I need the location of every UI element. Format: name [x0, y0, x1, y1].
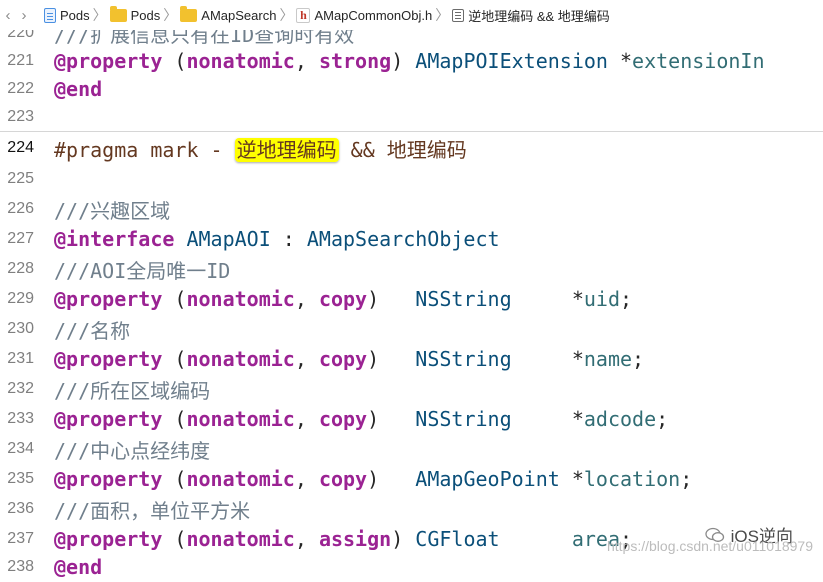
breadcrumb-label: AMapCommonObj.h	[314, 7, 433, 23]
code-line[interactable]: 225	[0, 164, 823, 194]
breadcrumb-label: AMapSearch	[201, 7, 277, 23]
forward-button[interactable]: ›	[21, 6, 27, 24]
line-number: 234	[7, 440, 34, 457]
code-text: @property (nonatomic, assign) CGFloat ar…	[54, 527, 633, 551]
pragma-mark-separator	[0, 131, 823, 132]
code-line[interactable]: 228 ///AOI全局唯一ID	[0, 254, 823, 284]
code-line[interactable]: 237 @property (nonatomic, assign) CGFloa…	[0, 524, 823, 554]
code-text: @property (nonatomic, copy) NSString *ad…	[54, 407, 669, 431]
line-number: 227	[7, 230, 34, 247]
code-text: @interface AMapAOI : AMapSearchObject	[54, 227, 500, 251]
comment-text: ///面积，单位平方米	[54, 498, 251, 523]
code-line[interactable]: 238 @end	[0, 552, 823, 582]
code-line[interactable]: 234 ///中心点经纬度	[0, 434, 823, 464]
code-text: @property (nonatomic, copy) NSString *ui…	[54, 287, 633, 311]
chevron-right-icon: 〉	[92, 7, 107, 23]
code-line[interactable]: 235 @property (nonatomic, copy) AMapGeoP…	[0, 464, 823, 494]
breadcrumb-label: Pods	[130, 7, 161, 23]
breadcrumb-project[interactable]: Pods	[44, 7, 90, 23]
code-text: #pragma mark - 逆地理编码 && 地理编码	[54, 137, 467, 162]
breadcrumb-folder-pods[interactable]: Pods	[109, 5, 161, 23]
comment-text: ///AOI全局唯一ID	[54, 258, 231, 283]
line-number: 235	[7, 470, 34, 487]
folder-icon	[180, 5, 198, 22]
line-number: 221	[7, 52, 34, 69]
chevron-right-icon: 〉	[163, 7, 178, 23]
line-number: 222	[7, 80, 34, 97]
code-line[interactable]: 232 ///所在区域编码	[0, 374, 823, 404]
code-line[interactable]: 223	[0, 102, 823, 132]
comment-text: ///兴趣区域	[54, 198, 171, 223]
breadcrumb-label: 逆地理编码 && 地理编码	[468, 8, 610, 24]
code-text: @end	[54, 555, 103, 579]
wechat-icon	[705, 527, 724, 542]
line-number: 231	[7, 350, 34, 367]
line-number: 237	[7, 530, 34, 547]
back-button[interactable]: ‹	[5, 6, 11, 24]
code-line-current[interactable]: 224 #pragma mark - 逆地理编码 && 地理编码	[0, 133, 823, 163]
code-line[interactable]: 236 ///面积，单位平方米	[0, 494, 823, 524]
code-line[interactable]: 221 @property (nonatomic, strong) AMapPO…	[0, 46, 823, 76]
line-number: 229	[7, 290, 34, 307]
line-number: 238	[7, 558, 34, 575]
code-text: @end	[54, 77, 103, 101]
line-number: 233	[7, 410, 34, 427]
line-number: 228	[7, 260, 34, 277]
line-number: 236	[7, 500, 34, 517]
header-file-icon: h	[296, 7, 311, 23]
watermark-url: https://blog.csdn.net/u011018979	[606, 538, 813, 554]
code-line[interactable]: 229 @property (nonatomic, copy) NSString…	[0, 284, 823, 314]
jump-bar: ‹ › Pods 〉 Pods 〉 AMapSearch 〉 h AMapCom…	[0, 0, 823, 30]
project-icon	[44, 7, 56, 23]
code-text: @property (nonatomic, copy) NSString *na…	[54, 347, 645, 371]
comment-text: ///中心点经纬度	[54, 438, 211, 463]
line-number: 226	[7, 200, 34, 217]
symbol-list-icon	[452, 8, 465, 22]
comment-text: ///名称	[54, 318, 131, 343]
line-number: 230	[7, 320, 34, 337]
line-number: 232	[7, 380, 34, 397]
code-text: @property (nonatomic, strong) AMapPOIExt…	[54, 49, 765, 73]
watermark-brand-label: iOS逆向	[730, 527, 793, 546]
comment-text: ///所在区域编码	[54, 378, 211, 403]
search-highlight: 逆地理编码	[234, 137, 339, 162]
code-line[interactable]: 230 ///名称	[0, 314, 823, 344]
line-number: 224	[7, 139, 34, 156]
code-line[interactable]: 226 ///兴趣区域	[0, 194, 823, 224]
code-line[interactable]: 227 @interface AMapAOI : AMapSearchObjec…	[0, 224, 823, 254]
code-line[interactable]: 222 @end	[0, 74, 823, 104]
chevron-right-icon: 〉	[435, 7, 450, 23]
breadcrumb-file[interactable]: h AMapCommonObj.h	[296, 7, 433, 23]
folder-icon	[109, 5, 127, 22]
breadcrumb-folder-amapsearch[interactable]: AMapSearch	[180, 5, 277, 23]
line-number: 223	[7, 108, 34, 125]
watermark-brand: iOS逆向	[705, 522, 793, 547]
code-text: @property (nonatomic, copy) AMapGeoPoint…	[54, 467, 693, 491]
breadcrumb-label: Pods	[60, 7, 90, 23]
code-line[interactable]: 233 @property (nonatomic, copy) NSString…	[0, 404, 823, 434]
line-number: 225	[7, 170, 34, 187]
breadcrumb-symbol[interactable]: 逆地理编码 && 地理编码	[452, 6, 610, 25]
chevron-right-icon: 〉	[279, 7, 294, 23]
code-line[interactable]: 231 @property (nonatomic, copy) NSString…	[0, 344, 823, 374]
